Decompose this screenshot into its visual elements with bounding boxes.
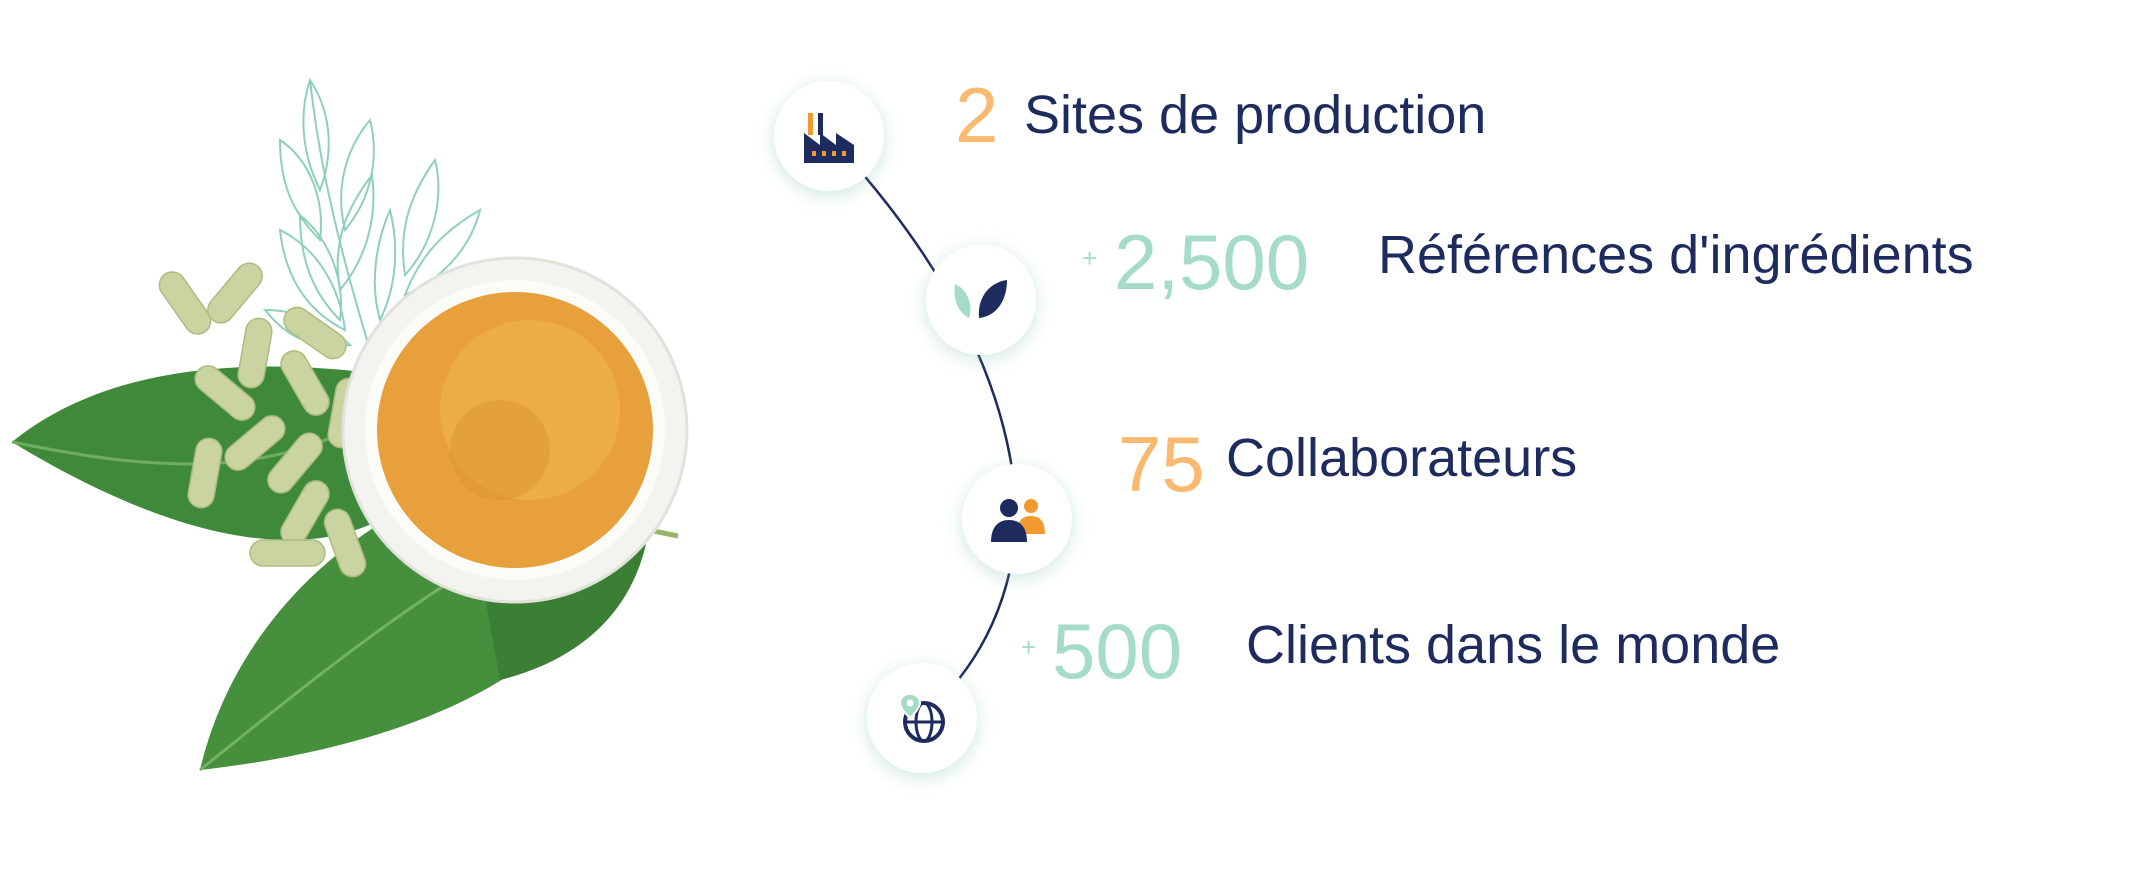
stat-value-ingredients: 2,500 <box>1114 218 1310 306</box>
factory-icon-badge <box>774 81 884 191</box>
people-icon <box>991 499 1045 542</box>
stat-prefix-clients: + <box>1021 632 1037 662</box>
stat-label-employees: Collaborateurs <box>1226 428 1578 488</box>
leaves-icon-badge <box>926 245 1036 355</box>
stat-label-ingredients: Références d'ingrédients <box>1378 225 1974 285</box>
stat-label-clients: Clients dans le monde <box>1246 615 1781 675</box>
stat-value-clients: 500 <box>1052 607 1183 695</box>
globe-location-icon <box>898 692 945 743</box>
capsules <box>158 262 367 578</box>
sprig-line-art <box>262 77 482 351</box>
stat-label-production-sites: Sites de production <box>1024 85 1487 145</box>
product-illustration <box>11 77 689 772</box>
factory-icon <box>804 113 854 163</box>
powder-bowl <box>341 256 689 604</box>
stat-prefix-ingredients: + <box>1082 243 1098 273</box>
stat-value-employees: 75 <box>1118 420 1205 508</box>
globe-icon-badge <box>867 663 977 773</box>
leaves-icon <box>954 280 1007 318</box>
people-icon-badge <box>962 464 1072 574</box>
stat-value-production-sites: 2 <box>955 71 999 159</box>
